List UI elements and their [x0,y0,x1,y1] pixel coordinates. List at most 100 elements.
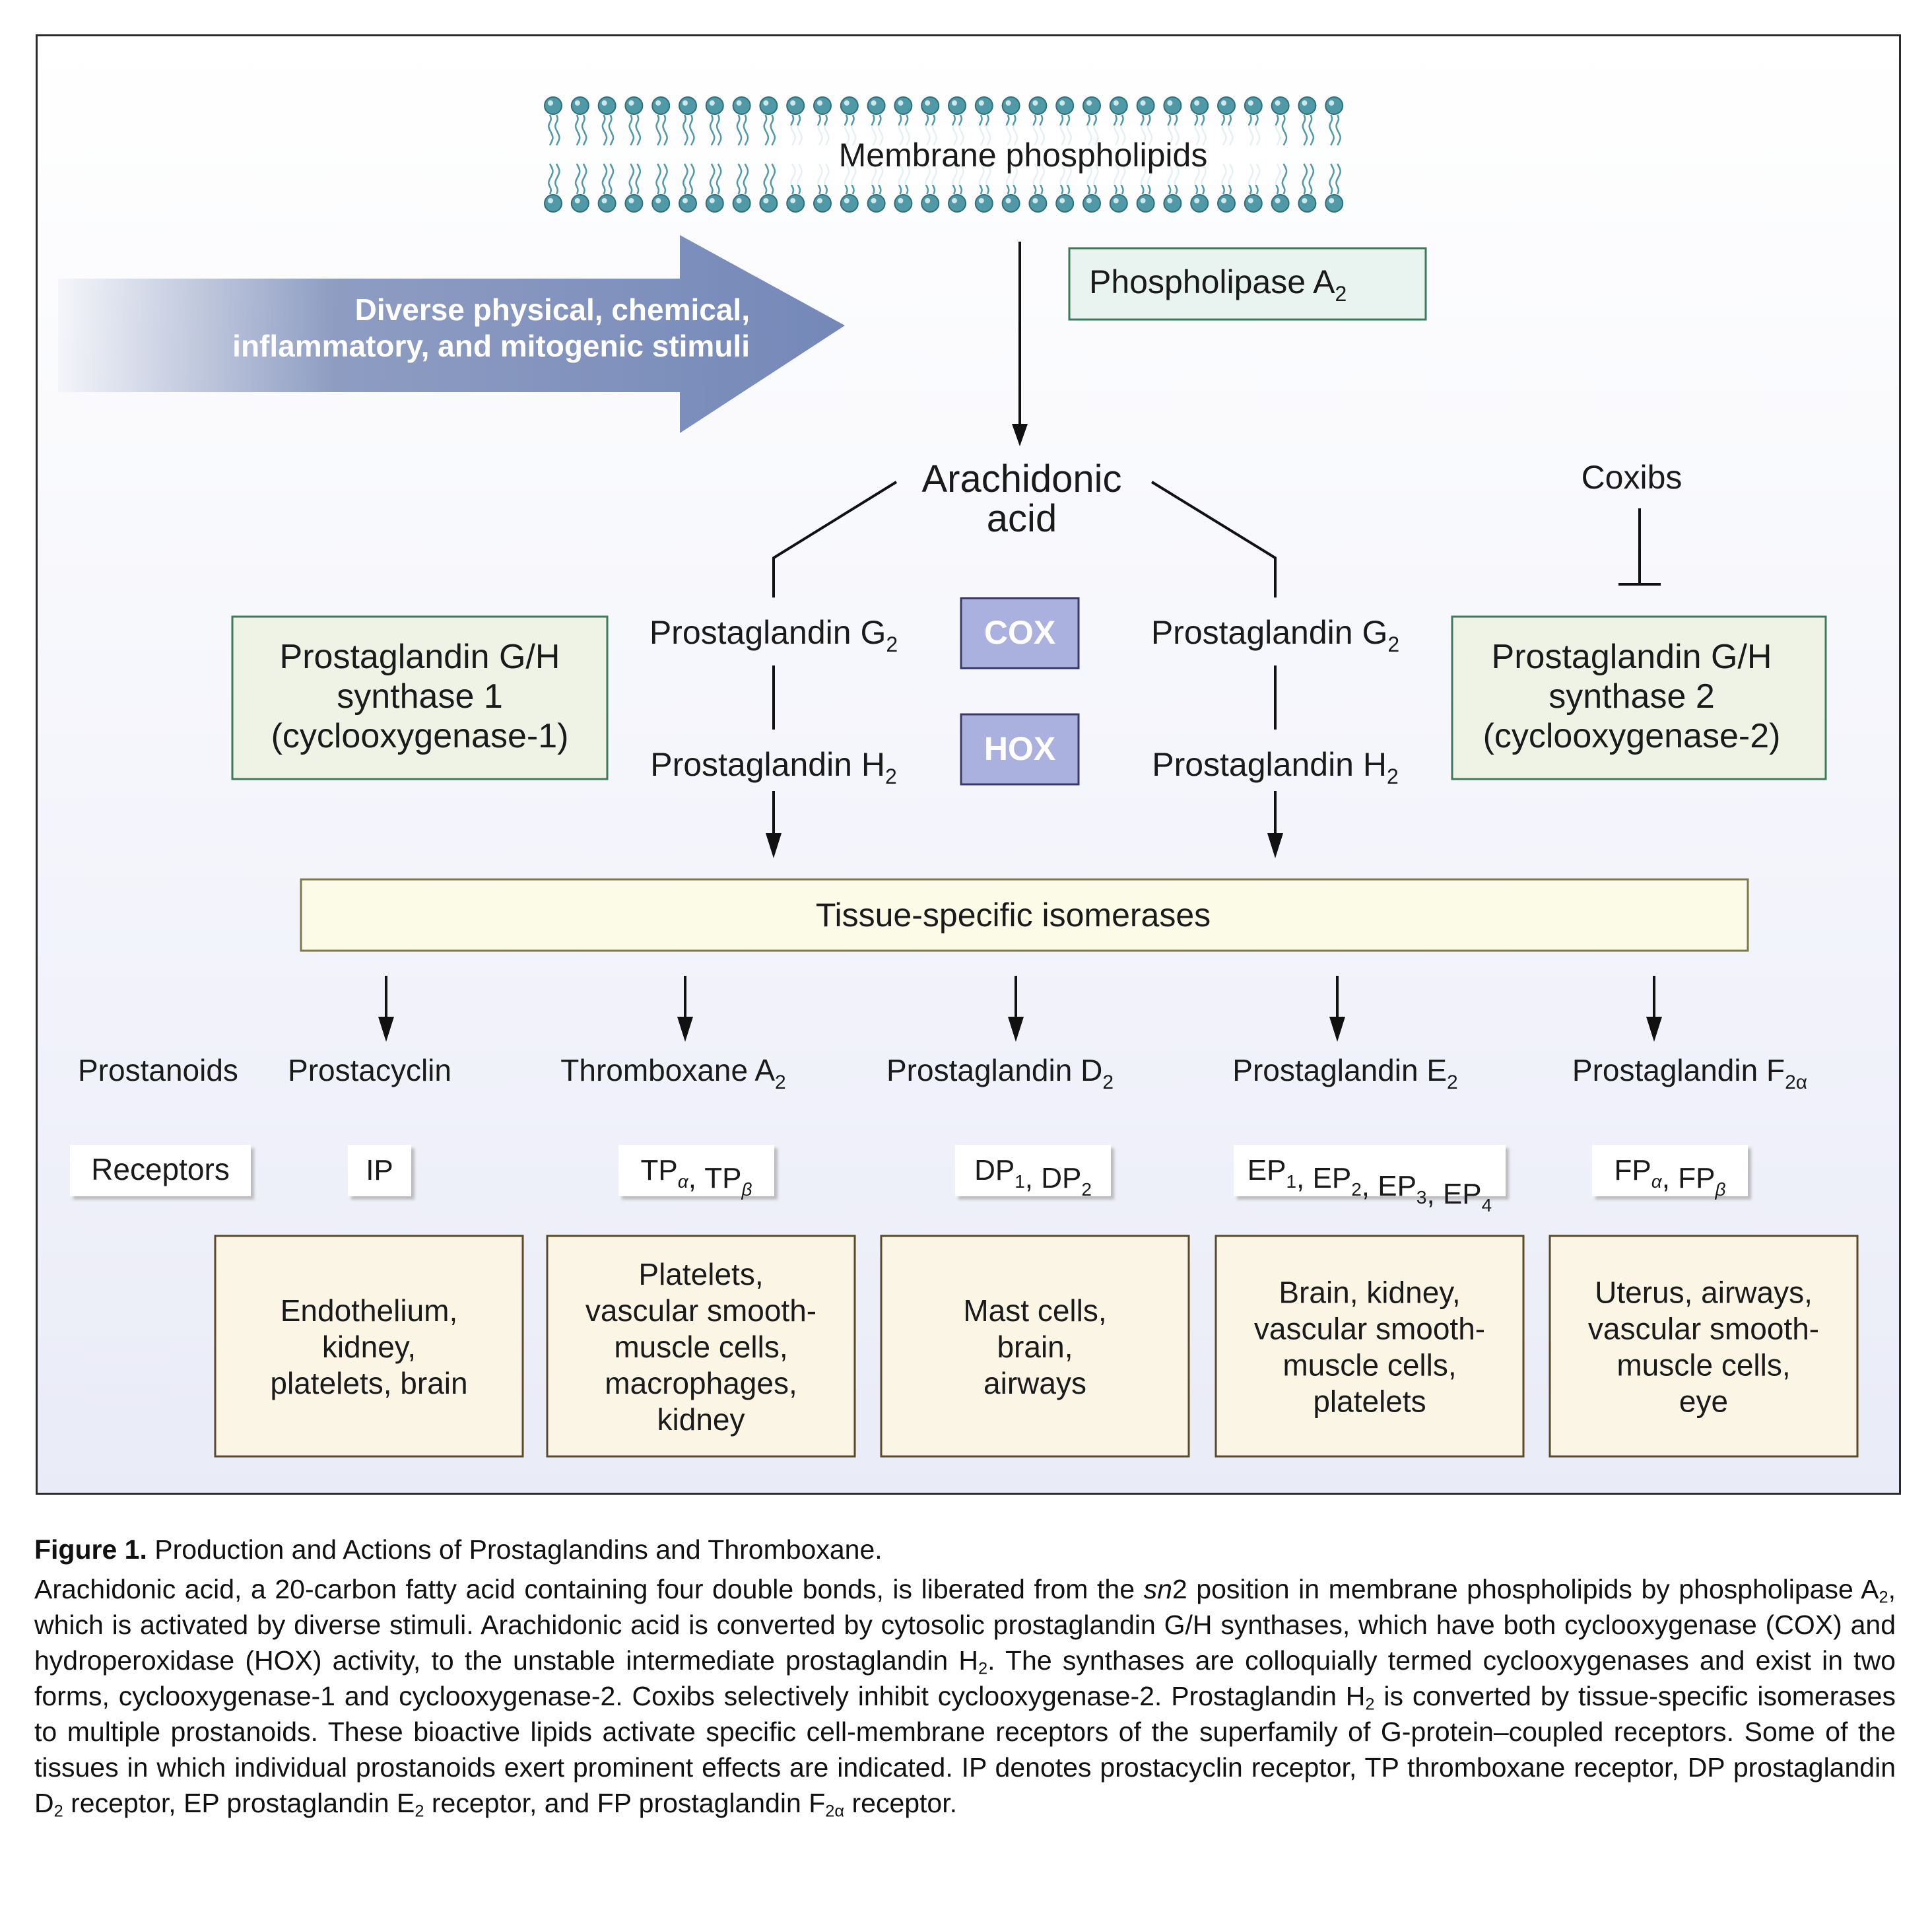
lipid-tail [763,114,770,146]
lipid-head-highlight [1032,198,1038,203]
lipid-head-highlight [683,198,688,203]
lipid-tail [763,163,770,195]
lipid-head-highlight [574,100,580,106]
prostaglandin-pathway-diagram: Membrane phospholipids Diverse physical,… [58,96,1859,1458]
lipid-head-highlight [1329,100,1335,106]
lipid-head [813,194,832,213]
lipid-head-highlight [817,198,822,203]
receptor-text: , FP [1662,1162,1715,1194]
receptor-label: TPα, TPβ [641,1154,752,1200]
lipid-head-highlight [978,198,984,203]
hox-label: HOX [984,730,1055,767]
lipid-head [651,96,671,115]
lipid-head [840,194,859,213]
lipid-head [867,96,886,115]
prostanoid-name: Prostaglandin D2 [886,1053,1114,1093]
tissue-line: airways [983,1366,1086,1400]
receptor-label: FPα, FPβ [1615,1154,1726,1200]
prostanoid-subscript: 2 [1102,1072,1114,1093]
caption-subscript: 2 [978,1659,988,1678]
lipid-head [732,194,751,213]
tissue-line: kidney [657,1402,745,1437]
lipid-head [1109,96,1128,115]
lipid-head-highlight [1140,100,1146,106]
lipid-tail [1335,114,1341,146]
prostanoid-name: Prostacyclin [288,1053,451,1087]
receptor-text: , TP [688,1162,742,1194]
lipid-head-highlight [1032,100,1038,106]
tissue-line: Platelets, [638,1257,763,1291]
lipid-head-highlight [763,100,769,106]
lipid-head-highlight [1005,198,1011,203]
lipid-tail [628,163,635,195]
lipid-head-highlight [1167,198,1173,203]
lipid-head-highlight [871,100,877,106]
caption-text: receptor, EP prostaglandin E [63,1788,415,1818]
phospholipase-box [1068,247,1427,321]
lipid-head [705,194,724,213]
receptor-subscript: 1 [1015,1171,1025,1192]
lipid-tail [716,114,722,146]
caption-subscript: 2 [1879,1588,1888,1607]
caption-text: receptor. [844,1788,958,1818]
branch-line-right [1150,481,1277,597]
lipid-head-highlight [1167,100,1173,106]
lipid-head-highlight [1059,100,1065,106]
lipid-tail [1308,163,1315,195]
lipid-tail [1302,114,1308,146]
lipid-tail [743,163,749,195]
caption-subscript: 2α [825,1802,845,1821]
prostanoid-name-text: Prostaglandin D [886,1053,1102,1087]
tissue-line: Brain, kidney, [1279,1276,1460,1310]
lipid-tail [655,163,661,195]
lipid-tail [683,163,688,195]
tissue-line: platelets [1313,1384,1426,1419]
lipid-head-highlight [709,198,715,203]
receptor-subscript: β [741,1179,752,1200]
lipid-head [732,96,751,115]
lipid-head-highlight [1275,100,1281,106]
prostanoid-columns: ProstacyclinIPEndothelium,kidney,platele… [214,976,1859,1458]
lipid-head [894,96,913,115]
caption-text: , which is activated by diverse stimuli.… [34,1574,1896,1676]
receptor-text: , EP [1362,1170,1416,1202]
caption-subscript: 2 [415,1802,424,1821]
lipid-head [1055,96,1075,115]
lipid-head-highlight [817,100,822,106]
tissue-line: kidney, [322,1330,416,1364]
lipid-head-highlight [1275,198,1281,203]
lipid-tail [709,163,716,195]
lipid-tail [655,114,661,146]
lipid-head [1244,194,1263,213]
lipid-head [1001,194,1020,213]
receptor-subscript: 2 [1351,1179,1362,1200]
prostanoid-name: Thromboxane A2 [560,1053,785,1093]
lipid-tail [601,163,608,195]
synthase-1-line1: Prostaglandin G/H [280,638,560,676]
branch-line-left [772,481,898,597]
tissue-box [1215,1235,1525,1458]
prostanoid-name-text: Prostacyclin [288,1053,451,1087]
lipid-tail [689,114,695,146]
receptor-text: , EP [1427,1178,1482,1210]
stimuli-arrow: Diverse physical, chemical, inflammatory… [58,235,845,433]
arrowhead-prostanoid [677,1017,693,1042]
membrane-label: Membrane phospholipids [839,137,1208,174]
stimuli-text-line2: inflammatory, and mitogenic stimuli [232,329,750,363]
prostanoid-name: Prostaglandin F2α [1572,1053,1807,1093]
lipid-head [570,194,589,213]
receptor-text: , DP [1025,1162,1082,1194]
lipid-head [624,96,644,115]
tissue-line: muscle cells, [614,1330,787,1364]
phospholipase-label: Phospholipase A2 [1089,263,1347,306]
caption-body: Arachidonic acid, a 20-carbon fatty acid… [34,1571,1896,1821]
tissue-line: macrophages, [605,1366,797,1400]
tissue-line: vascular smooth- [585,1293,816,1328]
lipid-head [1217,96,1236,115]
prostanoid-name-text: Prostaglandin E [1232,1053,1447,1087]
lipid-head [1028,96,1048,115]
caption-subscript: 2 [53,1802,63,1821]
lipid-head-highlight [952,198,957,203]
lipid-tail [770,114,776,146]
lipid-head [1136,96,1155,115]
